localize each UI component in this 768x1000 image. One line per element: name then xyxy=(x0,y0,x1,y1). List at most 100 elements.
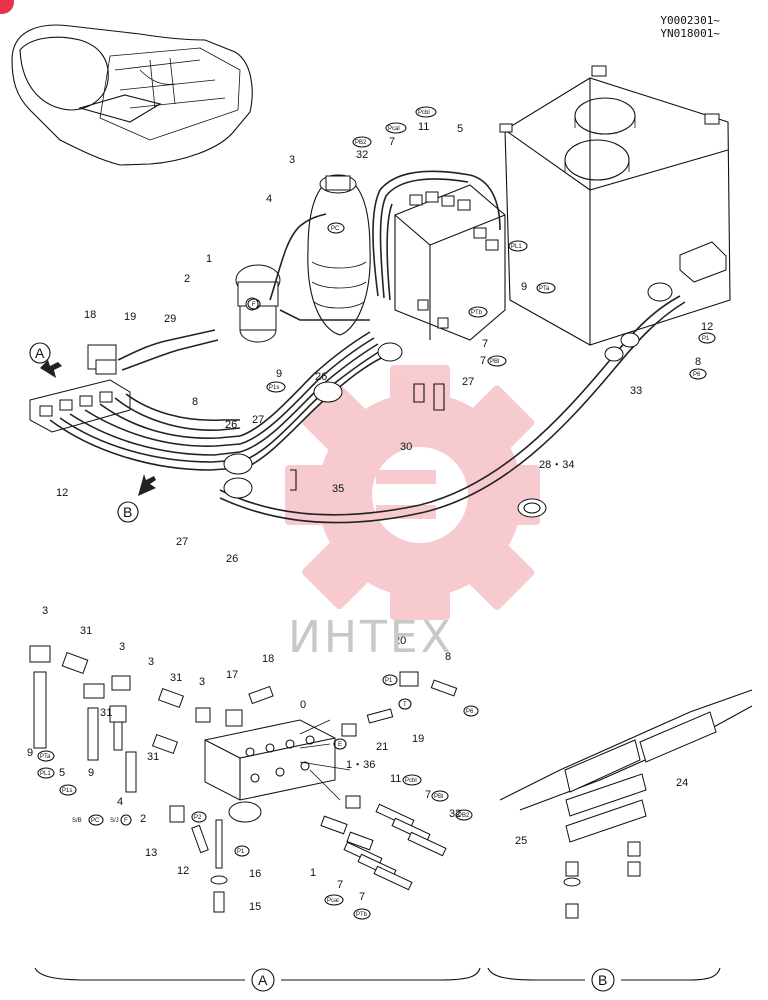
port-tag: Pcal xyxy=(327,898,339,904)
view-a-bracket xyxy=(34,967,481,981)
callout-label: 0 xyxy=(300,699,306,711)
port-tag: P1 xyxy=(702,336,710,342)
watermark-gear xyxy=(285,365,540,620)
port-tag: PBl xyxy=(434,794,443,800)
port-tag: F xyxy=(124,818,128,824)
callout-label: 17 xyxy=(226,669,238,681)
callout-label: 7 xyxy=(337,879,343,891)
port-tag: PB2 xyxy=(458,813,470,819)
port-tag: PTb xyxy=(356,912,368,918)
view-arrow-a xyxy=(40,360,62,378)
port-tags-main: Pcbl Pcal PB2 PC PL1 PTa PTb PBl P1 P6 F… xyxy=(247,106,716,393)
callouts-main: 1 2 3 4 5 7 7 7 8 8 9 9 11 12 12 18 19 2… xyxy=(56,121,713,565)
view-ref-a-main: A xyxy=(29,342,51,364)
callout-label: 31 xyxy=(147,751,159,763)
port-tag: PBl xyxy=(490,359,499,365)
callout-label: 9 xyxy=(27,747,33,759)
callout-label: 7 xyxy=(359,891,365,903)
port-tag: PL1 xyxy=(40,771,51,777)
callout-label: 3 xyxy=(199,676,205,688)
callouts-view-a: 3 3 3 3 31 31 31 31 17 18 0 20 8 19 21 1… xyxy=(27,605,461,913)
callout-label: 25 xyxy=(515,835,527,847)
port-tag: PTa xyxy=(40,754,51,760)
callout-label: 19 xyxy=(124,311,136,323)
callout-label: 11 xyxy=(418,121,429,133)
port-tag: P1 xyxy=(237,849,245,855)
port-tag: P2 xyxy=(194,815,202,821)
callout-label: 26 xyxy=(225,419,237,431)
view-b-detail xyxy=(499,689,753,919)
pilot-pump-assembly xyxy=(235,264,281,343)
hydraulic-pump xyxy=(307,174,371,336)
callout-label: 32 xyxy=(356,149,368,161)
callout-label: 16 xyxy=(249,868,261,880)
callout-label: 28・34 xyxy=(539,459,574,471)
callout-label: 26 xyxy=(315,371,327,383)
callout-label: 31 xyxy=(100,707,112,719)
port-tag: P1s xyxy=(62,788,72,794)
callout-label: 24 xyxy=(676,777,688,789)
control-valve xyxy=(394,184,506,341)
callout-label: 20 xyxy=(394,635,406,647)
port-tag: P1 xyxy=(385,678,393,684)
port-tag: PC xyxy=(91,818,100,824)
port-tag: PB2 xyxy=(355,140,367,146)
serial-range: Y0002301~ YN018001~ xyxy=(660,14,720,40)
port-tag: PTa xyxy=(539,286,550,292)
view-arrow-b xyxy=(138,474,156,496)
callout-label: 18 xyxy=(84,309,96,321)
callout-label: 18 xyxy=(262,653,274,665)
callout-label: 8 xyxy=(445,651,451,663)
port-tag: T xyxy=(403,702,407,708)
view-ref-b-main: B xyxy=(117,501,139,523)
port-tags-view-a: PTa PL1 P1s S/B PC S/J F P2 P1 P1 P6 Pcb… xyxy=(37,674,479,920)
callout-label: 9 xyxy=(521,281,527,293)
callouts-view-b: 24 25 xyxy=(515,777,688,847)
callout-label: 1 xyxy=(206,253,212,265)
port-tag: Pcbl xyxy=(418,110,430,116)
serial-code: Y0002301~ xyxy=(660,14,720,27)
port-tag: PC xyxy=(331,226,340,232)
view-ref-b-bottom: B xyxy=(591,968,615,992)
watermark-text: ИНТЕХ xyxy=(288,612,454,663)
hose-bundle xyxy=(29,170,727,524)
hydraulic-tank xyxy=(499,65,731,346)
port-tag: P6 xyxy=(466,709,474,715)
callout-label: 8 xyxy=(192,396,198,408)
callout-label: 19 xyxy=(412,733,424,745)
callout-label: 29 xyxy=(164,313,176,325)
callout-label: 27 xyxy=(176,536,188,548)
serial-code: YN018001~ xyxy=(660,27,720,40)
machine-overview-inset xyxy=(11,24,253,166)
callout-label: 33 xyxy=(630,385,642,397)
callout-label: 26 xyxy=(226,553,238,565)
callout-label: 9 xyxy=(88,767,94,779)
callout-label: 35 xyxy=(332,483,344,495)
callout-label: 30 xyxy=(400,441,412,453)
view-b-bracket xyxy=(487,967,721,981)
port-tag: P1s xyxy=(269,385,279,391)
callout-label: 11 xyxy=(390,773,401,785)
callout-label: 1 xyxy=(310,867,316,879)
callout-label: 9 xyxy=(276,368,282,380)
callout-label: 3 xyxy=(119,641,125,653)
callout-label: 7 xyxy=(482,338,488,350)
port-tag: P6 xyxy=(693,372,701,378)
callout-label: 5 xyxy=(457,123,463,135)
callout-label: 31 xyxy=(170,672,182,684)
callout-label: 4 xyxy=(117,796,123,808)
callout-label: 12 xyxy=(56,487,68,499)
callout-label: 7 xyxy=(425,789,431,801)
callout-label: 21 xyxy=(376,741,388,753)
view-ref-label: A xyxy=(35,345,45,361)
port-tag: Pcal xyxy=(388,126,400,132)
port-tag: F xyxy=(252,302,256,308)
port-tag: S/B xyxy=(72,818,82,824)
callout-label: 7 xyxy=(480,355,486,367)
callout-label: 5 xyxy=(59,767,65,779)
callout-label: 31 xyxy=(80,625,92,637)
callout-label: 12 xyxy=(701,321,713,333)
callout-label: 13 xyxy=(145,847,157,859)
view-ref-label: B xyxy=(598,972,607,988)
